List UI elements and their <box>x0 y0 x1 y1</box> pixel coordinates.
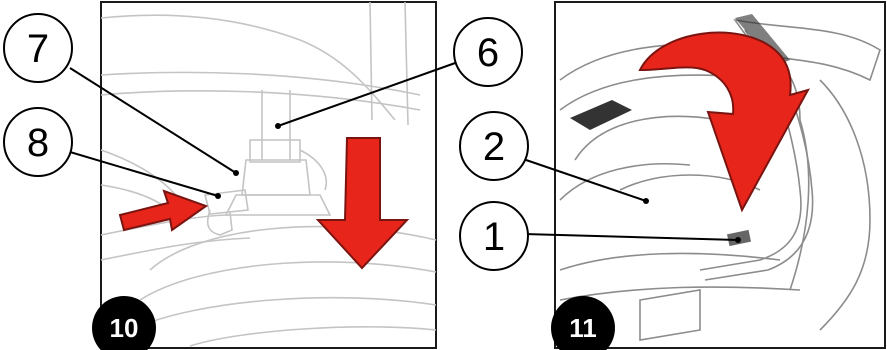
callout-6-label: 6 <box>477 31 499 75</box>
callout-1-label: 1 <box>483 215 505 259</box>
leader-dot-1 <box>735 237 741 243</box>
step-number-10: 10 <box>110 313 139 343</box>
callout-2: 2 <box>459 111 529 181</box>
leader-dot-8 <box>215 193 221 199</box>
callout-7: 7 <box>3 13 73 83</box>
leader-dot-2 <box>643 198 649 204</box>
step-badge-11: 11 <box>551 296 615 350</box>
vent-panel <box>570 100 632 130</box>
panel-10: 7 8 10 <box>3 1 459 350</box>
leader-line-1 <box>523 233 739 241</box>
leader-line-6 <box>277 61 459 127</box>
callout-2-label: 2 <box>483 125 505 169</box>
push-right-arrow <box>118 189 209 232</box>
leader-dot-7 <box>233 170 239 176</box>
leader-line-2 <box>525 159 647 202</box>
close-lid-arrow <box>638 31 811 213</box>
callout-7-label: 7 <box>27 27 49 71</box>
callout-8-label: 8 <box>27 121 49 165</box>
leader-line-8 <box>69 151 219 197</box>
callout-8: 8 <box>3 107 73 177</box>
leader-dot-6 <box>275 123 281 129</box>
leader-line-7 <box>69 67 237 174</box>
callout-1: 1 <box>459 201 529 271</box>
panel-11: 6 2 1 11 <box>453 1 886 350</box>
step-badge-10: 10 <box>92 296 156 350</box>
callout-6: 6 <box>453 17 523 87</box>
step-number-11: 11 <box>569 313 597 343</box>
push-down-arrow <box>315 137 410 270</box>
